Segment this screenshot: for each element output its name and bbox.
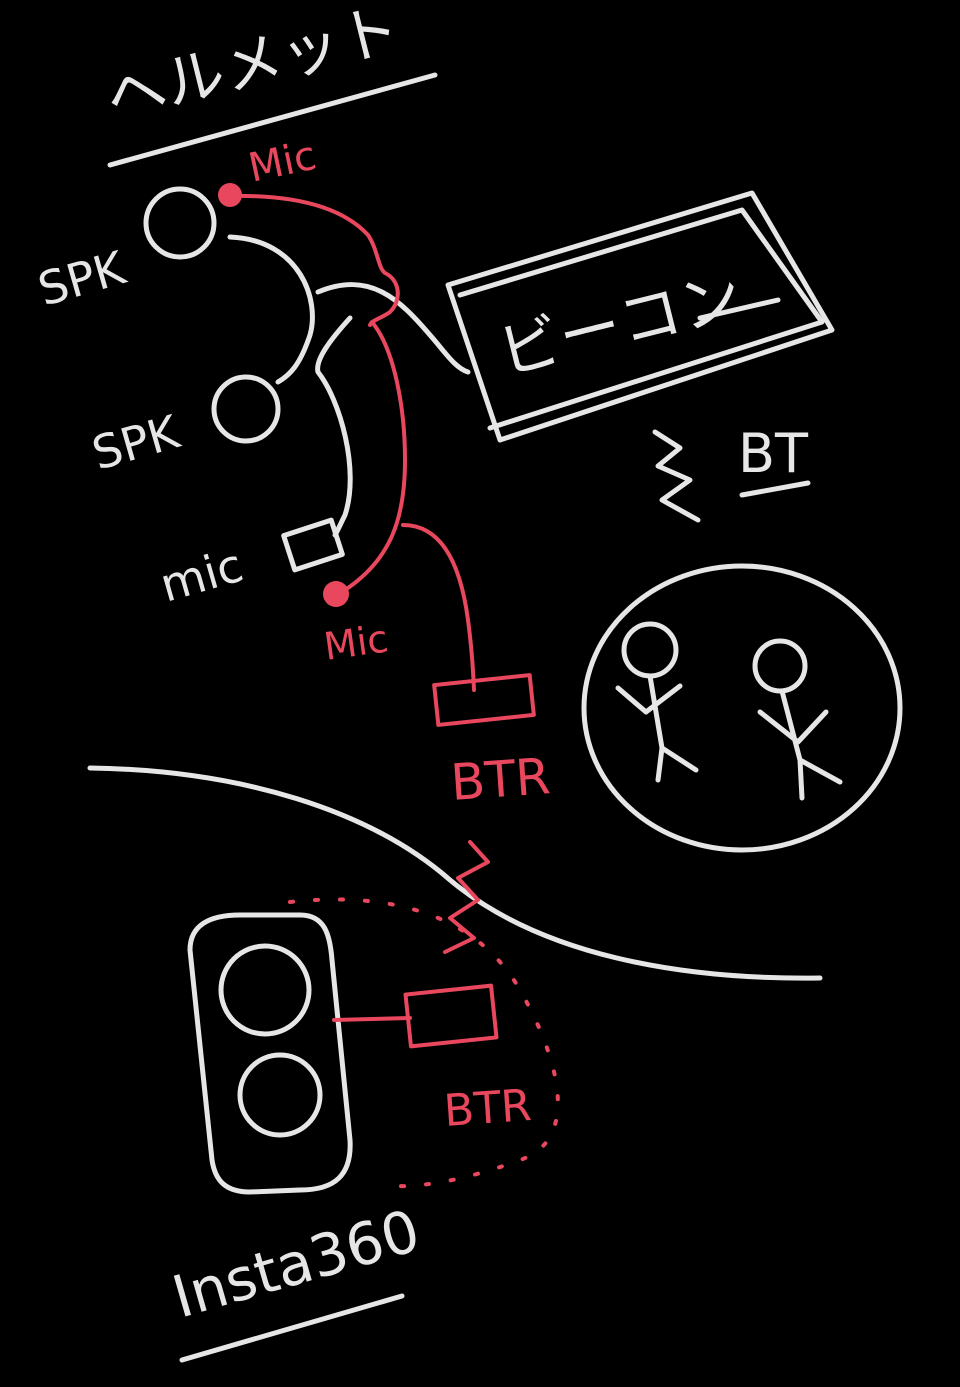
- wire-main: [315, 282, 471, 375]
- boundary-curve: [87, 765, 823, 981]
- people-group-oval: [581, 563, 903, 853]
- beacon-box-outer: [445, 190, 835, 443]
- mic-small-label: mic: [154, 538, 249, 613]
- lens-top-icon: [218, 943, 312, 1037]
- btr-top-box: [432, 673, 536, 727]
- spk-1-label: SPK: [32, 240, 132, 316]
- mic-unit-icon: [281, 517, 345, 573]
- btr-bottom-box: [403, 983, 499, 1049]
- red-wire-top: [230, 193, 400, 327]
- btr-zigzag-icon: [443, 840, 490, 954]
- mic-top-dot: [218, 183, 242, 207]
- insta360-camera-body: [187, 912, 353, 1195]
- insta360-underline: [179, 1293, 405, 1363]
- person-1-icon: [615, 621, 699, 783]
- btr-bottom-label: BTR: [442, 1080, 533, 1137]
- beacon-label-underline: [697, 297, 781, 321]
- beacon-box-inner: [457, 207, 825, 431]
- red-wire-btr: [401, 523, 476, 692]
- mic-top-label: Mic: [245, 133, 321, 192]
- helmet-title-underline: [107, 72, 438, 168]
- spk-2-label: SPK: [86, 404, 186, 480]
- bt-label-underline: [739, 480, 811, 498]
- speaker-2-icon: [211, 374, 281, 444]
- speaker-1-icon: [143, 186, 217, 260]
- btr-top-label: BTR: [449, 747, 552, 812]
- mic-bottom-dot: [323, 581, 349, 607]
- lens-bottom-icon: [237, 1052, 323, 1138]
- wire-to-mic: [315, 315, 353, 538]
- mic-bottom-label: Mic: [321, 616, 391, 669]
- camera-btr-cable: [332, 1016, 412, 1022]
- insta360-label: Insta360: [165, 1196, 427, 1331]
- helmet-title: ヘルメット: [99, 0, 407, 135]
- wire-speaker-1: [227, 234, 315, 385]
- red-wire-down: [343, 320, 407, 592]
- btr-dotted-enclosure: [288, 897, 560, 1189]
- bt-zigzag-icon: [652, 429, 701, 523]
- person-2-icon: [752, 638, 843, 801]
- bt-label: BT: [738, 422, 809, 485]
